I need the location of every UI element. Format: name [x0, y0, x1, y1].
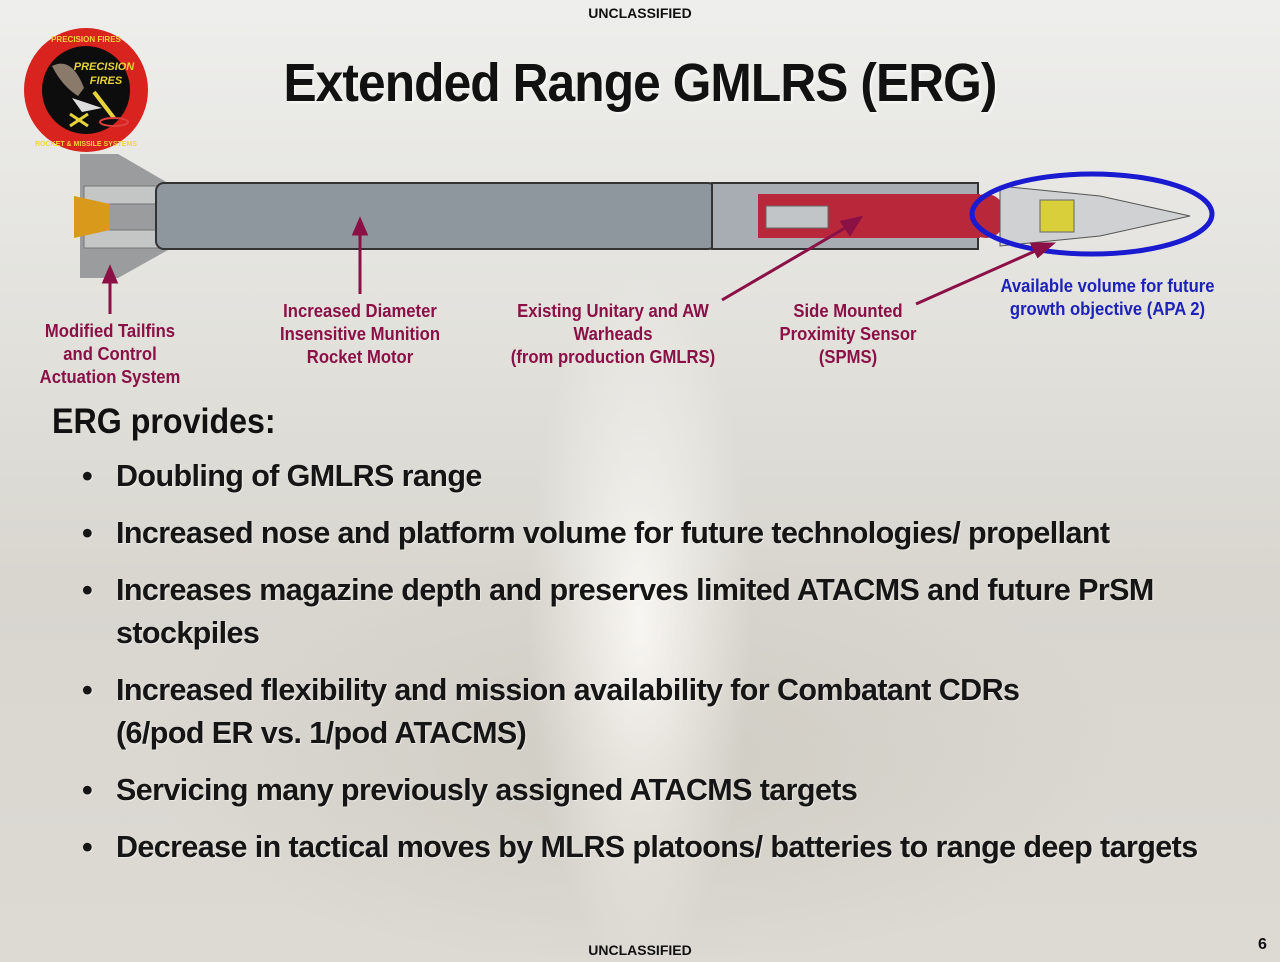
callout-line: Insensitive Munition — [279, 323, 441, 344]
list-item: • Increased nose and platform volume for … — [82, 512, 1232, 555]
bullet-text: Increases magazine depth and preserves l… — [116, 573, 1154, 607]
callout-growth-volume: Available volume for future growth objec… — [988, 274, 1227, 320]
bullet-icon: • — [82, 573, 93, 607]
callout-line: Existing Unitary and AW — [517, 300, 709, 321]
bullet-text: Decrease in tactical moves by MLRS plato… — [116, 830, 1198, 864]
callout-line: Warheads — [573, 323, 653, 344]
logo-text-precision: PRECISION — [74, 61, 136, 73]
precision-fires-logo: PRECISION FIRES PRECISION FIRES ROCKET &… — [22, 26, 150, 154]
bullet-icon: • — [82, 830, 93, 864]
callout-warheads: Existing Unitary and AW Warheads (from p… — [501, 299, 726, 368]
callout-line: Actuation System — [39, 366, 181, 387]
rocket-motor-body — [155, 182, 717, 250]
bullet-icon: • — [82, 773, 93, 807]
callout-line: and Control — [63, 343, 157, 364]
callout-line: Side Mounted — [793, 300, 903, 321]
bullet-text: Servicing many previously assigned ATACM… — [116, 773, 858, 807]
bullet-text-continued: (6/pod ER vs. 1/pod ATACMS) — [116, 716, 527, 750]
bullet-text: Doubling of GMLRS range — [116, 459, 482, 493]
callout-line: Increased Diameter — [283, 300, 437, 321]
callout-spms: Side Mounted Proximity Sensor (SPMS) — [767, 299, 929, 368]
logo-ring-bottom-text: ROCKET & MISSILE SYSTEMS — [35, 141, 137, 148]
callout-line: Available volume for future — [1000, 275, 1215, 296]
bullet-text-continued: stockpiles — [116, 616, 260, 650]
callout-tailfins: Modified Tailfins and Control Actuation … — [29, 319, 191, 388]
callout-rocket-motor: Increased Diameter Insensitive Munition … — [261, 299, 459, 368]
callout-line: growth objective (APA 2) — [1009, 298, 1206, 319]
logo-text-fires: FIRES — [90, 75, 123, 87]
callout-line: (SPMS) — [818, 346, 878, 367]
benefits-list: • Doubling of GMLRS range • Increased nose… — [82, 455, 1232, 883]
logo-ring-top-text: PRECISION FIRES — [51, 35, 121, 44]
list-item: • Servicing many previously assigned ATAC… — [82, 769, 1232, 812]
bullet-icon: • — [82, 459, 93, 493]
growth-volume-highlight — [969, 171, 1215, 257]
list-item: • Increases magazine depth and preserves … — [82, 569, 1232, 655]
bullet-text: Increased nose and platform volume for f… — [116, 516, 1110, 550]
slide-title: Extended Range GMLRS (ERG) — [283, 53, 997, 113]
bullet-icon: • — [82, 673, 93, 707]
callout-line: (from production GMLRS) — [510, 346, 716, 367]
list-item: • Decrease in tactical moves by MLRS plat… — [82, 826, 1232, 869]
classification-bottom: UNCLASSIFIED — [588, 942, 692, 958]
callout-line: Proximity Sensor — [779, 323, 917, 344]
callout-line: Modified Tailfins — [44, 320, 176, 341]
classification-top: UNCLASSIFIED — [588, 5, 692, 21]
bullet-text: Increased flexibility and mission availa… — [116, 673, 1020, 707]
list-item: • Increased flexibility and mission avail… — [82, 669, 1232, 755]
page-number: 6 — [1258, 936, 1267, 953]
callout-line: Rocket Motor — [306, 346, 414, 367]
list-item: • Doubling of GMLRS range — [82, 455, 1232, 498]
rocket-diagram — [0, 150, 1280, 400]
bullet-icon: • — [82, 516, 93, 550]
section-heading: ERG provides: — [52, 402, 276, 441]
